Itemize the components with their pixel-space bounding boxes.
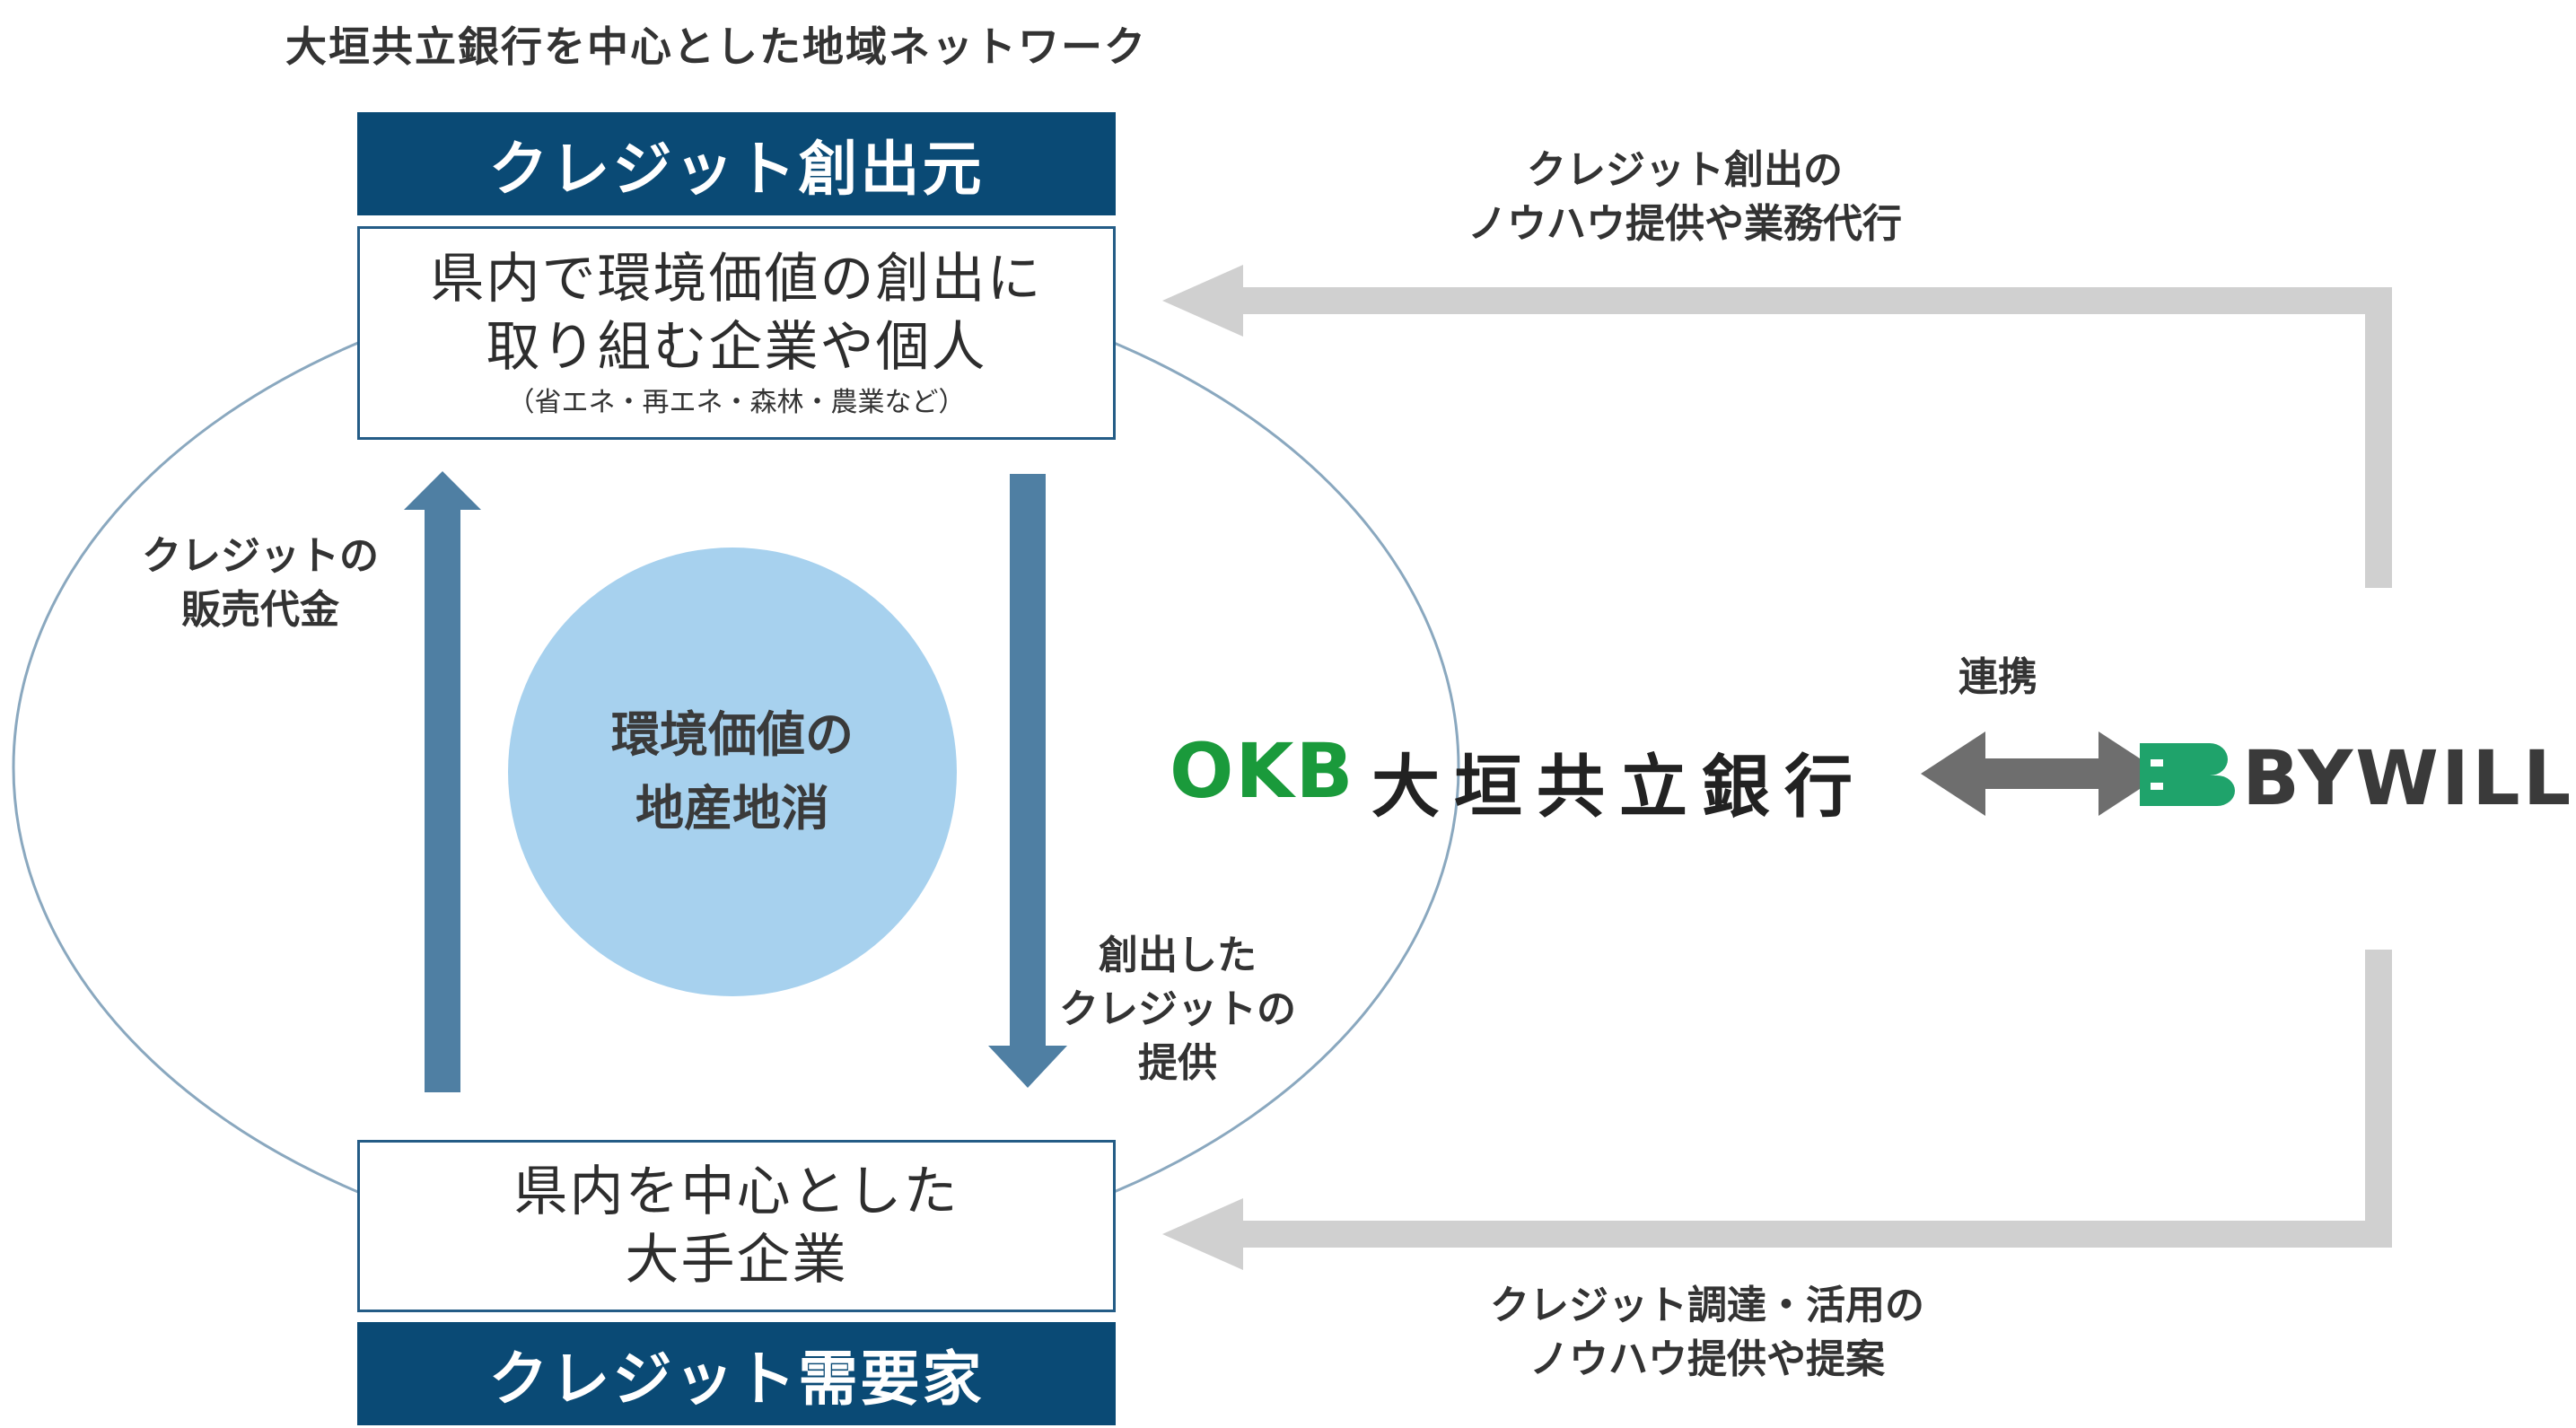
credit-provision-line3: 提供 — [1138, 1040, 1217, 1086]
demander-header: クレジット需要家 — [357, 1322, 1116, 1425]
bottom-right-line1: クレジット調達・活用の — [1490, 1283, 1924, 1328]
credit-provision-line2: クレジットの — [1059, 986, 1296, 1032]
okb-logo: OKB — [1170, 727, 1355, 815]
center-circle: 環境価値の 地産地消 — [508, 548, 957, 996]
center-line2: 地産地消 — [635, 780, 829, 837]
creator-header: クレジット創出元 — [357, 112, 1116, 215]
creator-note: （省エネ・再エネ・森林・農業など） — [507, 387, 966, 418]
credit-provision-line1: 創出した — [1099, 933, 1257, 978]
bottom-right-label: クレジット調達・活用の ノウハウ提供や提案 — [1490, 1279, 1924, 1387]
top-right-line2: ノウハウ提供や業務代行 — [1468, 201, 1902, 247]
sales-arrow-up — [404, 471, 481, 1092]
demander-line1: 県内を中心とした — [513, 1161, 959, 1223]
center-line1: 環境価値の — [611, 706, 854, 763]
know-how-arrow-top — [1162, 265, 2392, 588]
creator-line1: 県内で環境価値の創出に — [430, 248, 1043, 311]
sales-label: クレジットの 販売代金 — [142, 530, 379, 637]
sales-label-line2: 販売代金 — [181, 587, 339, 633]
demander-box: 県内を中心とした 大手企業 — [357, 1140, 1116, 1312]
credit-arrow-down — [988, 474, 1067, 1088]
partnership-double-arrow — [1921, 732, 2163, 816]
page-title: 大垣共立銀行を中心とした地域ネットワーク — [285, 22, 1147, 71]
bottom-right-line2: ノウハウ提供や提案 — [1529, 1336, 1885, 1382]
bywill-name: BYWILL — [2242, 734, 2574, 822]
creator-box: 県内で環境価値の創出に 取り組む企業や個人 （省エネ・再エネ・森林・農業など） — [357, 226, 1116, 440]
know-how-arrow-bottom — [1162, 950, 2392, 1270]
demander-line2: 大手企業 — [625, 1229, 848, 1292]
okb-bank-name: 大垣共立銀行 — [1371, 747, 1867, 827]
top-right-label: クレジット創出の ノウハウ提供や業務代行 — [1468, 144, 1902, 251]
sales-label-line1: クレジットの — [142, 533, 379, 579]
top-right-line1: クレジット創出の — [1527, 147, 1843, 193]
credit-provision-label: 創出した クレジットの 提供 — [1059, 929, 1296, 1091]
bywill-logo-icon — [2140, 743, 2235, 806]
creator-line2: 取り組む企業や個人 — [486, 316, 987, 379]
partnership-label: 連携 — [1958, 654, 2037, 700]
